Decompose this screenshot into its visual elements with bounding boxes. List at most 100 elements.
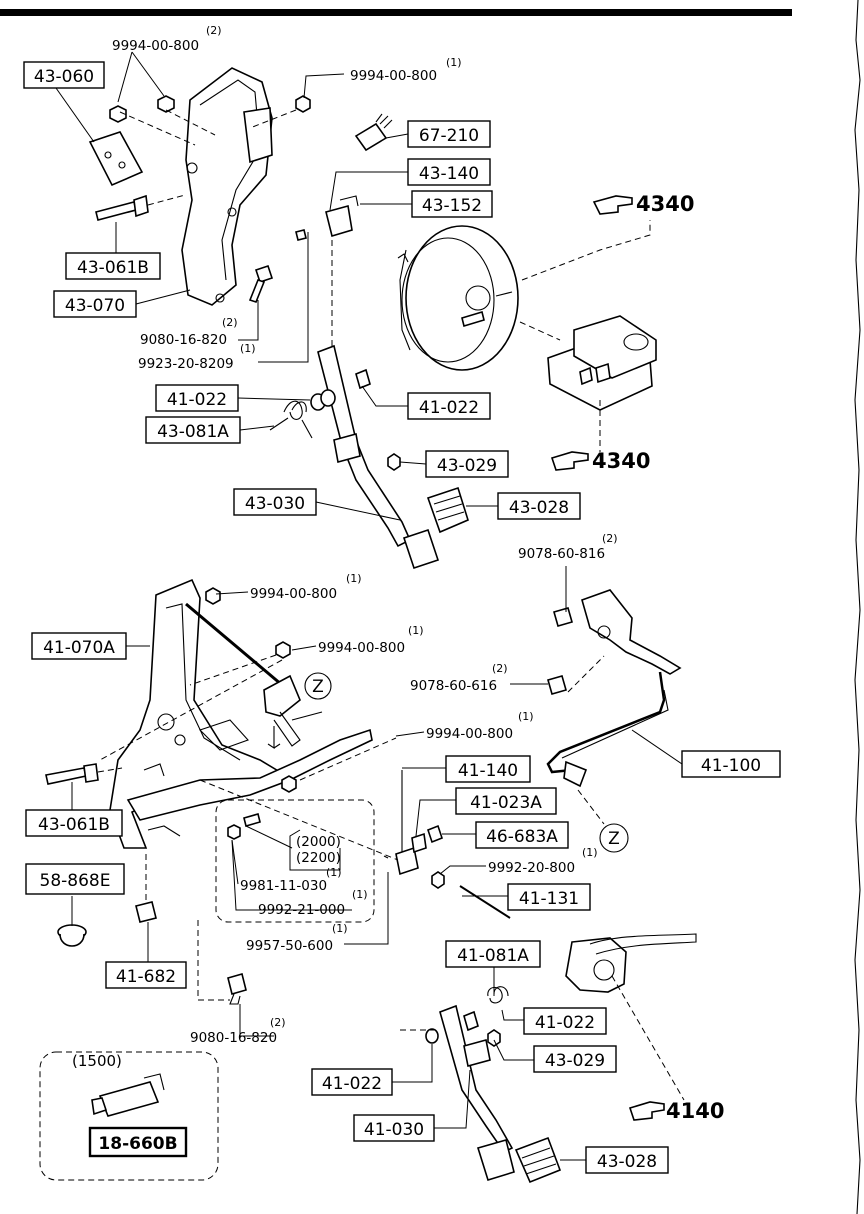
svg-text:Z: Z [608,829,620,849]
svg-text:43-061B: 43-061B [38,815,110,835]
nut-43-029-top [387,453,401,471]
label-41-023a: 41-023A [455,787,557,815]
clutch-bracket-41-070a [109,578,373,849]
svg-text:41-022: 41-022 [535,1013,595,1033]
label-58-868e: 58-868E [25,863,125,895]
label-41-070a: 41-070A [31,632,127,660]
svg-text:43-028: 43-028 [509,498,569,518]
label-41-140: 41-140 [445,755,531,783]
label-43-061b-bottom: 43-061B [25,809,123,837]
svg-text:43-152: 43-152 [422,196,482,216]
svg-text:4340: 4340 [592,449,650,473]
svg-text:(1): (1) [446,56,462,69]
ref-4340-top: 4340 [592,192,694,216]
label-41-081a: 41-081A [445,940,541,968]
label-41-131: 41-131 [507,883,591,911]
brake-booster [397,225,519,371]
page-edge [854,0,861,1214]
bolt-9981 [227,813,261,840]
part-number: 9078-60-616 [410,678,497,694]
label-43-030: 43-030 [233,488,317,516]
label-43-081a: 43-081A [145,416,241,444]
clutch-master-cylinder [565,933,697,993]
svg-text:(1): (1) [346,572,362,585]
hand-pointer-icon [550,451,589,471]
label-41-682: 41-682 [105,961,187,989]
master-cylinder [547,315,657,411]
part-number: 9957-50-600 [246,938,333,954]
part-number: 9994-00-800 [250,586,337,602]
svg-text:41-100: 41-100 [701,756,761,776]
svg-text:18-660B: 18-660B [98,1134,177,1154]
ref-4140: 4140 [628,1099,724,1123]
stopper-41-682 [135,901,157,923]
svg-text:(1): (1) [326,866,342,879]
part-number: 9078-60-816 [518,546,605,562]
part-number: 9994-00-800 [350,68,437,84]
part-number: 9994-00-800 [318,640,405,656]
label-43-070: 43-070 [53,290,137,318]
svg-text:43-030: 43-030 [245,494,305,514]
header-rule [0,9,792,16]
label-43-029-top: 43-029 [425,450,509,478]
bushing-41-022-b [355,368,371,390]
spring-41-081a [487,986,509,1004]
part-number: 9992-20-800 [488,860,575,876]
svg-text:43-070: 43-070 [65,296,125,316]
svg-text:(2): (2) [206,24,222,37]
svg-text:41-022: 41-022 [167,390,227,410]
svg-text:(2): (2) [222,316,238,329]
brake-pedal-43-030 [317,344,440,570]
svg-text:41-081A: 41-081A [457,946,529,966]
clutch-pipe-41-100 [546,589,682,788]
label-41-022-b: 41-022 [407,392,491,420]
svg-text:(1): (1) [582,846,598,859]
z-marker-bottom [599,823,629,853]
pedal-bracket-43-070 [181,67,273,306]
label-41-022-d: 41-022 [311,1068,393,1096]
label-41-022-a: 41-022 [155,384,239,412]
label-43-029-bottom: 43-029 [533,1045,617,1073]
svg-text:41-070A: 41-070A [43,638,115,658]
svg-text:43-028: 43-028 [597,1152,657,1172]
svg-text:(1): (1) [518,710,534,723]
svg-text:41-030: 41-030 [364,1120,424,1140]
bolt-43-061b-bottom [45,763,99,785]
svg-text:(1): (1) [332,922,348,935]
variant-1500-box [39,1051,219,1181]
pedal-pad-43-028-top [426,486,469,534]
svg-text:43-081A: 43-081A [157,422,229,442]
part-number: 9923-20-8209 [138,356,234,372]
variant-box [215,799,375,923]
year-note: (2000) [296,834,341,850]
bolt-9080-bottom [227,973,247,1005]
rod-bracket [263,674,323,747]
clutch-switch-41-140 [383,824,511,919]
svg-text:(2): (2) [492,662,508,675]
label-43-061b-top: 43-061B [65,252,161,280]
svg-text:(1): (1) [240,342,256,355]
svg-text:41-023A: 41-023A [470,793,542,813]
svg-text:41-682: 41-682 [116,967,176,987]
stop-switch-67-210 [354,113,393,152]
label-67-210: 67-210 [407,120,491,148]
z-marker-top [304,672,332,700]
svg-text:67-210: 67-210 [419,126,479,146]
part-number: 9080-16-820 [140,332,227,348]
hand-pointer-icon [592,195,633,215]
svg-text:58-868E: 58-868E [40,871,111,891]
svg-text:Z: Z [312,677,324,697]
ref-4340-bottom: 4340 [550,449,650,473]
label-43-060: 43-060 [23,61,105,89]
year-note: (2200) [296,850,341,866]
bracket-43-060 [88,131,144,187]
switch-bracket-43-140 [325,195,359,238]
svg-text:43-140: 43-140 [419,164,479,184]
bolt-9080-top [248,264,274,303]
svg-text:4340: 4340 [636,192,694,216]
leader-lines [55,51,683,1161]
bolt-43-061b-top [95,194,149,221]
svg-text:43-029: 43-029 [437,456,497,476]
